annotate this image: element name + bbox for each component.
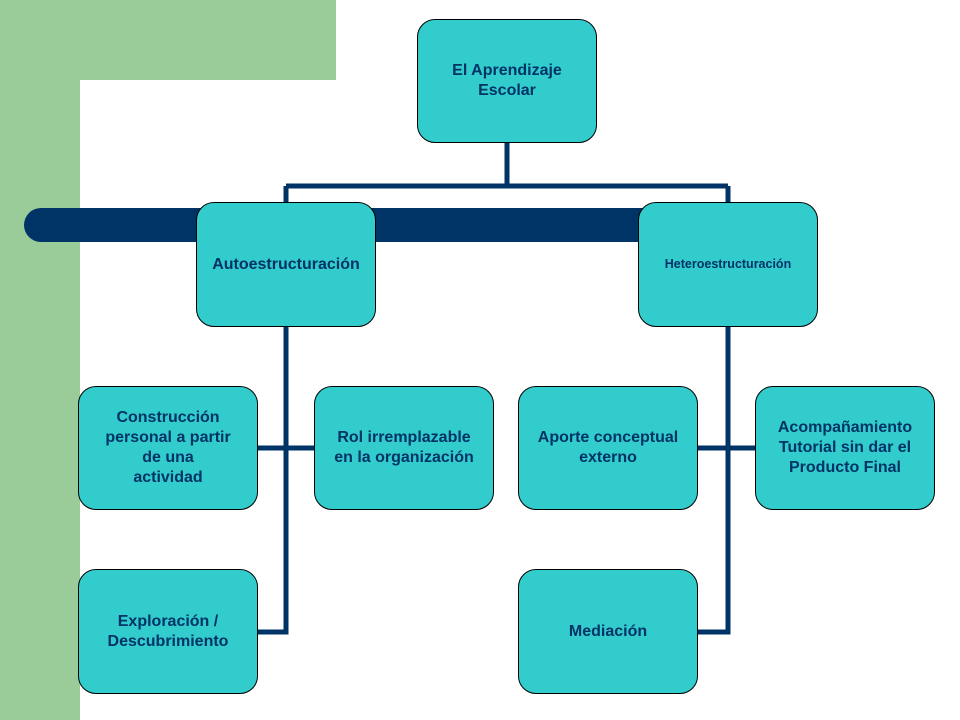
connector-auto-trunk bbox=[258, 327, 289, 635]
leaf-node-construccion: Construcción personal a partir de una ac… bbox=[78, 386, 258, 510]
branch-node-heteroestructuracion: Heteroestructuración bbox=[638, 202, 818, 327]
leaf-node-rol-irremplazable: Rol irremplazable en la organización bbox=[314, 386, 494, 510]
connector-hetero-trunk bbox=[698, 327, 731, 635]
root-node-label: El Aprendizaje Escolar bbox=[452, 62, 562, 99]
root-node: El Aprendizaje Escolar bbox=[417, 19, 597, 143]
green-side-band bbox=[0, 0, 80, 720]
branch-node-autoestructuracion: Autoestructuración bbox=[196, 202, 376, 327]
leaf-node-label: Construcción personal a partir de una ac… bbox=[105, 409, 231, 486]
leaf-node-label: Exploración / Descubrimiento bbox=[107, 612, 229, 650]
leaf-node-aporte-conceptual: Aporte conceptual externo bbox=[518, 386, 698, 510]
leaf-node-label: Mediación bbox=[568, 622, 648, 640]
branch-node-label: Heteroestructuración bbox=[664, 256, 792, 271]
leaf-node-mediacion: Mediación bbox=[518, 569, 698, 694]
leaf-node-label: Rol irremplazable en la organización bbox=[334, 429, 474, 466]
leaf-node-label: Aporte conceptual externo bbox=[537, 429, 679, 466]
leaf-node-acompanamiento: Acompañamiento Tutorial sin dar el Produ… bbox=[755, 386, 935, 510]
leaf-node-label: Acompañamiento Tutorial sin dar el Produ… bbox=[777, 419, 913, 476]
leaf-node-exploracion: Exploración / Descubrimiento bbox=[78, 569, 258, 694]
branch-node-label: Autoestructuración bbox=[212, 255, 360, 273]
green-top-band bbox=[0, 0, 336, 80]
